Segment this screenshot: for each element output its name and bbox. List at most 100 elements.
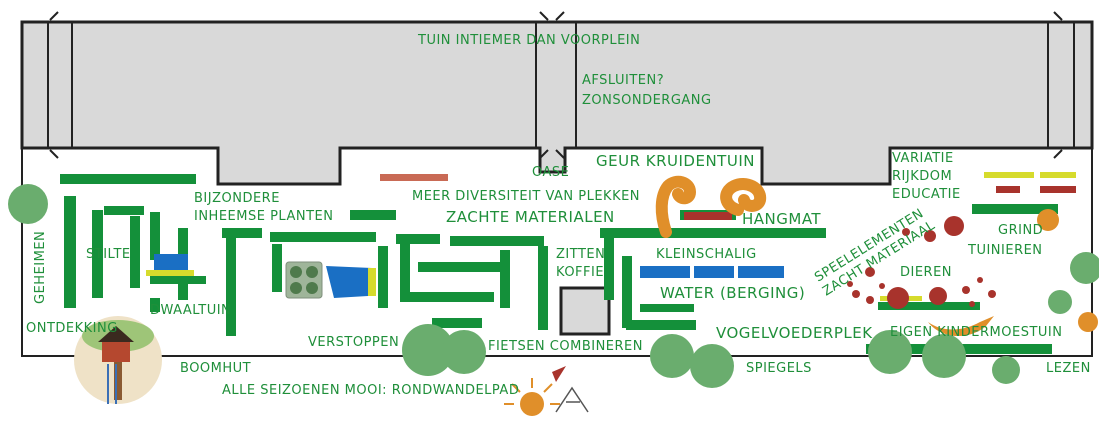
- hedge: [130, 216, 140, 288]
- hedge: [418, 262, 500, 272]
- tree: [650, 334, 694, 378]
- corner-marks: [49, 11, 1063, 159]
- yellow-strip: [1040, 172, 1076, 178]
- yellow-strip: [368, 268, 376, 296]
- label-seizoenen: ALLE SEIZOENEN MOOI: RONDWANDELPAD: [222, 383, 519, 398]
- tree: [868, 330, 912, 374]
- label-koffie: KOFFIE: [556, 265, 604, 280]
- label-lezen: LEZEN: [1046, 361, 1091, 376]
- water-features: [154, 254, 784, 298]
- orange-swirl: [720, 177, 767, 216]
- label-geheimen: GEHEIMEN: [33, 231, 48, 304]
- hedge: [104, 206, 144, 215]
- salmon-strip: [380, 174, 448, 181]
- hedge: [432, 318, 482, 328]
- red-dot: [924, 230, 936, 242]
- label-geur-kruidentuin: GEUR KRUIDENTUIN: [596, 152, 755, 170]
- label-afsluiten: AFSLUITEN?: [582, 73, 664, 88]
- red-dot: [929, 287, 947, 305]
- label-verstoppen: VERSTOPPEN: [308, 335, 399, 350]
- hedge: [226, 238, 236, 336]
- hedge: [406, 292, 494, 302]
- label-zitten: ZITTEN: [556, 247, 605, 262]
- red-accents: [380, 174, 1076, 309]
- red-dot: [866, 296, 874, 304]
- label-ontdekking: ONTDEKKING: [26, 321, 118, 336]
- label-kleinschalig: KLEINSCHALIG: [656, 247, 757, 262]
- hedge: [640, 304, 694, 312]
- label-grind: GRIND: [998, 223, 1043, 238]
- orange-dot: [1037, 209, 1059, 231]
- hedge: [272, 244, 282, 292]
- label-zachte-materialen: ZACHTE MATERIALEN: [446, 208, 615, 226]
- hedge: [270, 232, 376, 242]
- label-kindermoestuin: EIGEN KINDERMOESTUIN: [890, 325, 1062, 340]
- orange-dot: [1078, 312, 1098, 332]
- red-dot: [944, 216, 964, 236]
- red-dot: [902, 228, 910, 236]
- water-pond: [326, 266, 372, 298]
- red-dot: [969, 301, 975, 307]
- label-hangmat: HANGMAT: [742, 210, 821, 228]
- label-boomhut: BOOMHUT: [180, 361, 251, 376]
- yellow-strip: [146, 270, 194, 276]
- garden-outline: [21, 148, 1093, 357]
- tree: [402, 324, 454, 376]
- label-educatie: EDUCATIE: [892, 187, 961, 202]
- red-dot: [852, 290, 860, 298]
- water-pond: [154, 254, 188, 272]
- hedge: [92, 210, 103, 298]
- hedge: [222, 228, 262, 238]
- tree: [8, 184, 48, 224]
- red-strip: [996, 186, 1020, 193]
- label-zonsondergang: ZONSONDERGANG: [582, 93, 712, 108]
- hedge: [64, 196, 76, 308]
- hedge: [500, 250, 510, 308]
- tree: [690, 344, 734, 388]
- label-variatie: VARIATIE: [892, 151, 954, 166]
- hedge: [538, 246, 548, 330]
- hedge: [396, 234, 440, 244]
- orange-play-elements: [655, 175, 1098, 337]
- yellow-strip: [984, 172, 1034, 178]
- tree: [442, 330, 486, 374]
- tree: [992, 356, 1020, 384]
- hedge: [878, 302, 980, 310]
- label-water: WATER (BERGING): [660, 284, 805, 302]
- label-oase: OASE: [532, 165, 569, 180]
- red-dot: [887, 287, 909, 309]
- label-tuinieren: TUINIEREN: [967, 243, 1043, 258]
- kids-sketch: [504, 366, 589, 416]
- hedge: [150, 298, 160, 312]
- red-strip: [684, 212, 732, 220]
- tree: [922, 334, 966, 378]
- hedge: [604, 238, 614, 300]
- trees: [8, 184, 1099, 388]
- school-building: [20, 20, 1094, 186]
- label-vogelvoederplek: VOGELVOEDERPLEK: [716, 324, 873, 342]
- tree: [1048, 290, 1072, 314]
- hedge: [350, 210, 396, 220]
- red-dot: [879, 283, 885, 289]
- water-pond: [640, 266, 690, 278]
- hedge: [622, 256, 632, 328]
- hedge: [60, 174, 196, 184]
- label-rijkdom: RIJKDOM: [892, 169, 952, 184]
- label-fietsen: FIETSEN COMBINEREN: [488, 339, 643, 354]
- label-diversiteit: MEER DIVERSITEIT VAN PLEKKEN: [412, 189, 640, 204]
- label-dieren: DIEREN: [900, 265, 952, 280]
- hedge: [626, 320, 696, 330]
- plant-photo: [285, 261, 323, 299]
- water-pond: [738, 266, 784, 278]
- red-strip: [1040, 186, 1076, 193]
- red-dot: [977, 277, 983, 283]
- red-dot: [847, 281, 853, 287]
- label-spiegels: SPIEGELS: [746, 361, 812, 376]
- shed-square: [559, 286, 611, 336]
- hedge: [450, 236, 544, 246]
- hedge: [400, 244, 410, 302]
- water-pond: [694, 266, 734, 278]
- hedge: [150, 212, 160, 260]
- treehouse-illustration: [74, 316, 162, 404]
